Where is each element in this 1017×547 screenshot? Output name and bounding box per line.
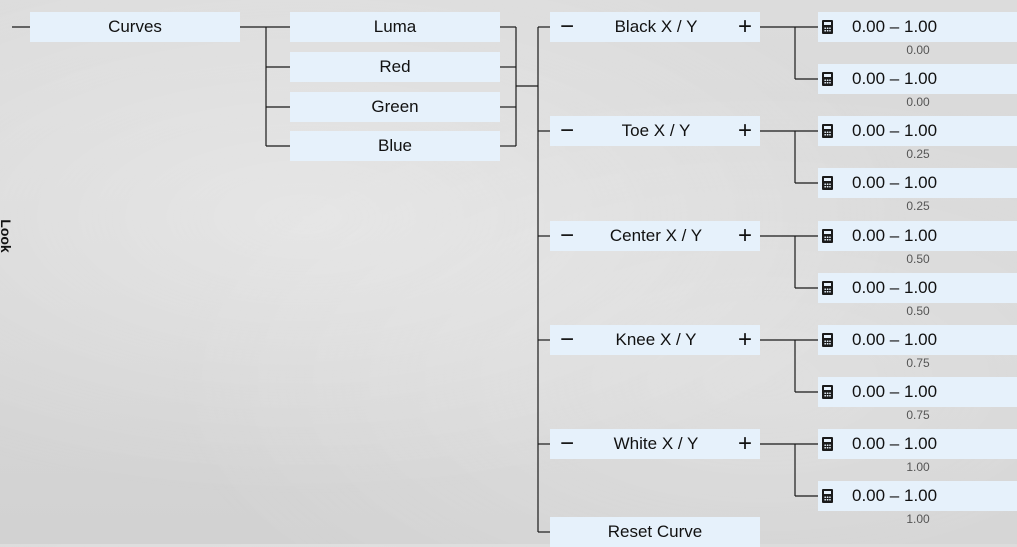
channel-green[interactable]: Green	[290, 92, 500, 122]
channel-luma[interactable]: Luma	[290, 12, 500, 42]
calculator-icon	[822, 72, 833, 86]
range-label: 0.00 – 1.00	[852, 434, 938, 453]
default-value: 0.50	[906, 252, 930, 266]
control-label: Black X / Y	[614, 17, 698, 36]
curves-node[interactable]: Curves	[30, 12, 240, 42]
range-field[interactable]: 0.00 – 1.00	[818, 168, 1017, 198]
default-value: 1.00	[906, 512, 930, 526]
control-label: Knee X / Y	[615, 330, 697, 349]
range-field[interactable]: 0.00 – 1.00	[818, 325, 1017, 355]
range-field[interactable]: 0.00 – 1.00	[818, 273, 1017, 303]
range-field[interactable]: 0.00 – 1.00	[818, 116, 1017, 146]
default-value: 0.25	[906, 199, 930, 213]
minus-icon[interactable]: −	[560, 117, 575, 144]
plus-icon[interactable]: +	[737, 430, 752, 457]
range-field[interactable]: 0.00 – 1.00	[818, 64, 1017, 94]
range-field[interactable]: 0.00 – 1.00	[818, 481, 1017, 511]
calculator-icon	[822, 281, 833, 295]
calculator-icon	[822, 437, 833, 451]
minus-icon[interactable]: −	[560, 326, 575, 353]
control-label: Center X / Y	[609, 226, 703, 245]
default-value: 0.00	[906, 95, 930, 109]
calculator-icon	[822, 124, 833, 138]
range-label: 0.00 – 1.00	[852, 173, 938, 192]
range-field[interactable]: 0.00 – 1.00	[818, 221, 1017, 251]
default-value: 0.75	[906, 408, 930, 422]
calculator-icon	[822, 20, 833, 34]
default-value: 0.25	[906, 147, 930, 161]
range-label: 0.00 – 1.00	[852, 486, 938, 505]
plus-icon[interactable]: +	[737, 13, 752, 40]
control-white[interactable]: − White X / Y +	[550, 429, 760, 459]
range-label: 0.00 – 1.00	[852, 69, 938, 88]
side-label: Look	[0, 219, 14, 253]
calculator-icon	[822, 489, 833, 503]
control-knee[interactable]: − Knee X / Y +	[550, 325, 760, 355]
calculator-icon	[822, 385, 833, 399]
default-value: 0.50	[906, 304, 930, 318]
control-center[interactable]: − Center X / Y +	[550, 221, 760, 251]
range-label: 0.00 – 1.00	[852, 17, 938, 36]
control-toe[interactable]: − Toe X / Y +	[550, 116, 760, 146]
minus-icon[interactable]: −	[560, 13, 575, 40]
default-value: 1.00	[906, 460, 930, 474]
plus-icon[interactable]: +	[737, 326, 752, 353]
plus-icon[interactable]: +	[737, 222, 752, 249]
default-value: 0.75	[906, 356, 930, 370]
plus-icon[interactable]: +	[737, 117, 752, 144]
calculator-icon	[822, 333, 833, 347]
range-field[interactable]: 0.00 – 1.00	[818, 12, 1017, 42]
calculator-icon	[822, 229, 833, 243]
minus-icon[interactable]: −	[560, 222, 575, 249]
calculator-icon	[822, 176, 833, 190]
range-label: 0.00 – 1.00	[852, 382, 938, 401]
range-label: 0.00 – 1.00	[852, 330, 938, 349]
reset-curve-button[interactable]: Reset Curve	[550, 517, 760, 547]
range-field[interactable]: 0.00 – 1.00	[818, 377, 1017, 407]
control-label: White X / Y	[613, 434, 699, 453]
control-label: Toe X / Y	[621, 121, 691, 140]
control-black[interactable]: − Black X / Y +	[550, 12, 760, 42]
range-field[interactable]: 0.00 – 1.00	[818, 429, 1017, 459]
channel-blue[interactable]: Blue	[290, 131, 500, 161]
range-label: 0.00 – 1.00	[852, 226, 938, 245]
minus-icon[interactable]: −	[560, 430, 575, 457]
range-label: 0.00 – 1.00	[852, 278, 938, 297]
default-value: 0.00	[906, 43, 930, 57]
channel-red[interactable]: Red	[290, 52, 500, 82]
range-label: 0.00 – 1.00	[852, 121, 938, 140]
